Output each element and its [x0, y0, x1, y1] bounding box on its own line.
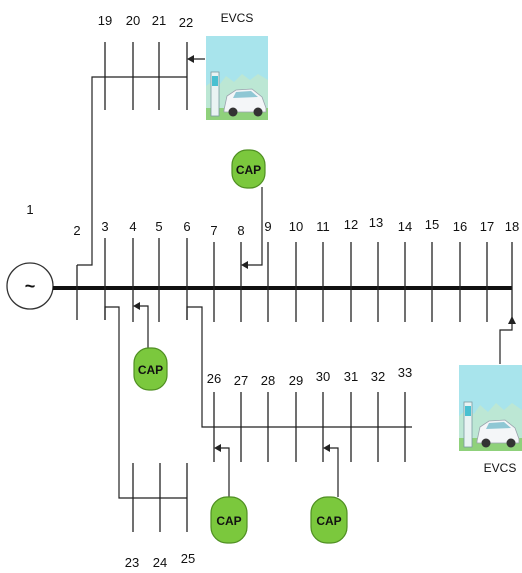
lateral-23-25-wire [104, 306, 187, 499]
arrow-icon [214, 444, 221, 452]
cap-2-connector [138, 305, 149, 348]
bus-label: 33 [398, 365, 412, 380]
bus-label: 12 [344, 217, 358, 232]
lateral-26-33-wire [186, 306, 412, 428]
bus-label: 8 [237, 223, 244, 238]
bus-label: 25 [181, 551, 195, 566]
lateral-19-22 [77, 42, 212, 266]
arrow-icon [241, 261, 248, 269]
cap-4-connector [328, 447, 339, 497]
source-bus-label: 1 [26, 202, 33, 217]
arrow-icon [133, 302, 140, 310]
bus-label: 31 [344, 369, 358, 384]
bus-label: 13 [369, 215, 383, 230]
bus-label: 27 [234, 373, 248, 388]
main-feeder-bus-ticks [76, 238, 513, 322]
capacitor-icon: CAP [231, 149, 266, 189]
bus-label: 29 [289, 373, 303, 388]
bus-label: 22 [179, 15, 193, 30]
lateral-23-25 [104, 306, 188, 532]
bus-label: 17 [480, 219, 494, 234]
bus-label: 30 [316, 369, 330, 384]
evcs-label: EVCS [221, 11, 254, 25]
bus-label: 2 [73, 223, 80, 238]
bus-label: 21 [152, 13, 166, 28]
arrow-icon [323, 444, 330, 452]
capacitor-icon: CAP [210, 496, 248, 544]
bus-label: 7 [210, 223, 217, 238]
capacitor-connectors [133, 187, 339, 497]
generator-symbol: ~ [25, 276, 36, 296]
bus-label: 18 [505, 219, 519, 234]
lateral-26-33 [186, 306, 412, 462]
bus-label: 28 [261, 373, 275, 388]
bus-label: 4 [129, 219, 136, 234]
bus-label: 10 [289, 219, 303, 234]
lateral-19-22-wire [77, 76, 187, 266]
bus-label: 16 [453, 219, 467, 234]
bus-label: 5 [155, 219, 162, 234]
bus-label: 3 [101, 219, 108, 234]
bus-label: 15 [425, 217, 439, 232]
capacitor-label: CAP [236, 163, 261, 177]
evcs-label: EVCS [484, 461, 517, 475]
arrow-icon [187, 55, 194, 63]
bus-label: 26 [207, 371, 221, 386]
cap-1-connector [246, 187, 263, 266]
ev-charging-station-icon [205, 35, 269, 122]
bus-label: 23 [125, 555, 139, 570]
capacitor-label: CAP [216, 514, 241, 528]
arrow-icon [508, 316, 516, 324]
bus-label: 11 [316, 219, 330, 234]
bus-label: 24 [153, 555, 167, 570]
bus-label: 6 [183, 219, 190, 234]
bus-label: 19 [98, 13, 112, 28]
capacitor-icon: CAP [133, 347, 168, 391]
bus-label: 9 [264, 219, 271, 234]
capacitor-icon: CAP [310, 496, 348, 544]
bus-label: 14 [398, 219, 412, 234]
cap-3-connector [219, 447, 230, 497]
evcs-bottom-connector [499, 322, 513, 364]
bus-label: 20 [126, 13, 140, 28]
bus-label: 32 [371, 369, 385, 384]
capacitor-label: CAP [138, 363, 163, 377]
capacitor-label: CAP [316, 514, 341, 528]
ev-charging-station-icon [458, 364, 522, 452]
